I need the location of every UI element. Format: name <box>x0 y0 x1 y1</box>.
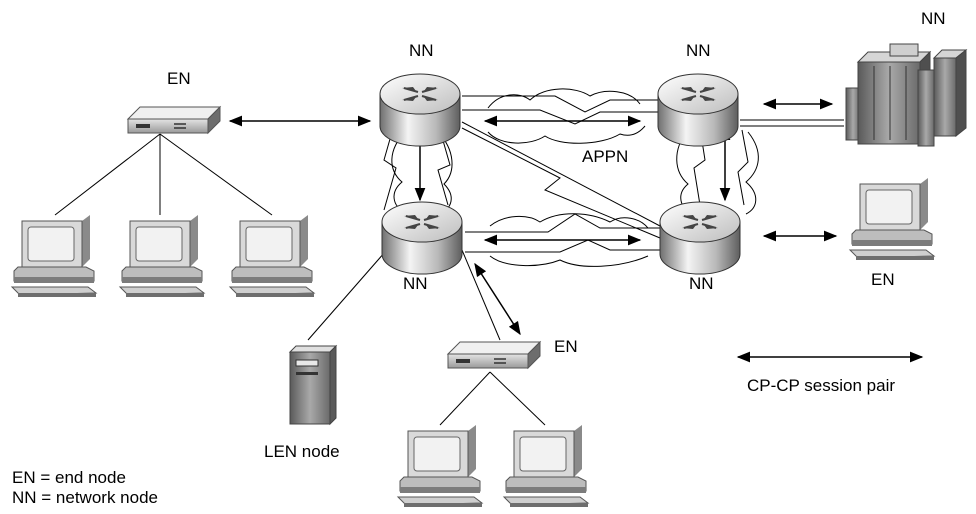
len-node-server-icon <box>288 344 338 426</box>
label-len-node: LEN node <box>264 442 340 461</box>
pc-1 <box>11 214 97 298</box>
label-appn: APPN <box>582 147 628 166</box>
label-session-legend: CP-CP session pair <box>747 376 895 395</box>
legend-line-en: EN = end node <box>12 468 126 487</box>
pc-en-right <box>849 177 935 261</box>
pc-5 <box>503 424 589 508</box>
label-en-right: EN <box>871 270 895 289</box>
session-arrows <box>228 98 924 363</box>
label-nn-top-center: NN <box>409 41 434 60</box>
nn-router-top-left <box>379 73 461 147</box>
label-nn-bottom-right: NN <box>689 274 714 293</box>
nn-router-bottom-right <box>659 201 741 275</box>
label-en-bottom: EN <box>554 337 578 356</box>
pc-3 <box>229 214 315 298</box>
label-nn-bottom-left: NN <box>403 274 428 293</box>
nn-router-top-right <box>657 73 739 147</box>
nn-router-bottom-left <box>381 201 463 275</box>
label-en-top-left: EN <box>167 69 191 88</box>
label-nn-mainframe: NN <box>921 9 946 28</box>
en-bottom-device <box>447 341 541 369</box>
mainframe-icon <box>845 43 968 147</box>
pc-4 <box>397 424 483 508</box>
label-nn-top-right: NN <box>686 41 711 60</box>
pc-2 <box>119 214 205 298</box>
session-arrow-nn-en-bottom <box>474 262 521 336</box>
legend-line-nn: NN = network node <box>12 488 158 507</box>
en-top-left-device <box>127 106 221 134</box>
